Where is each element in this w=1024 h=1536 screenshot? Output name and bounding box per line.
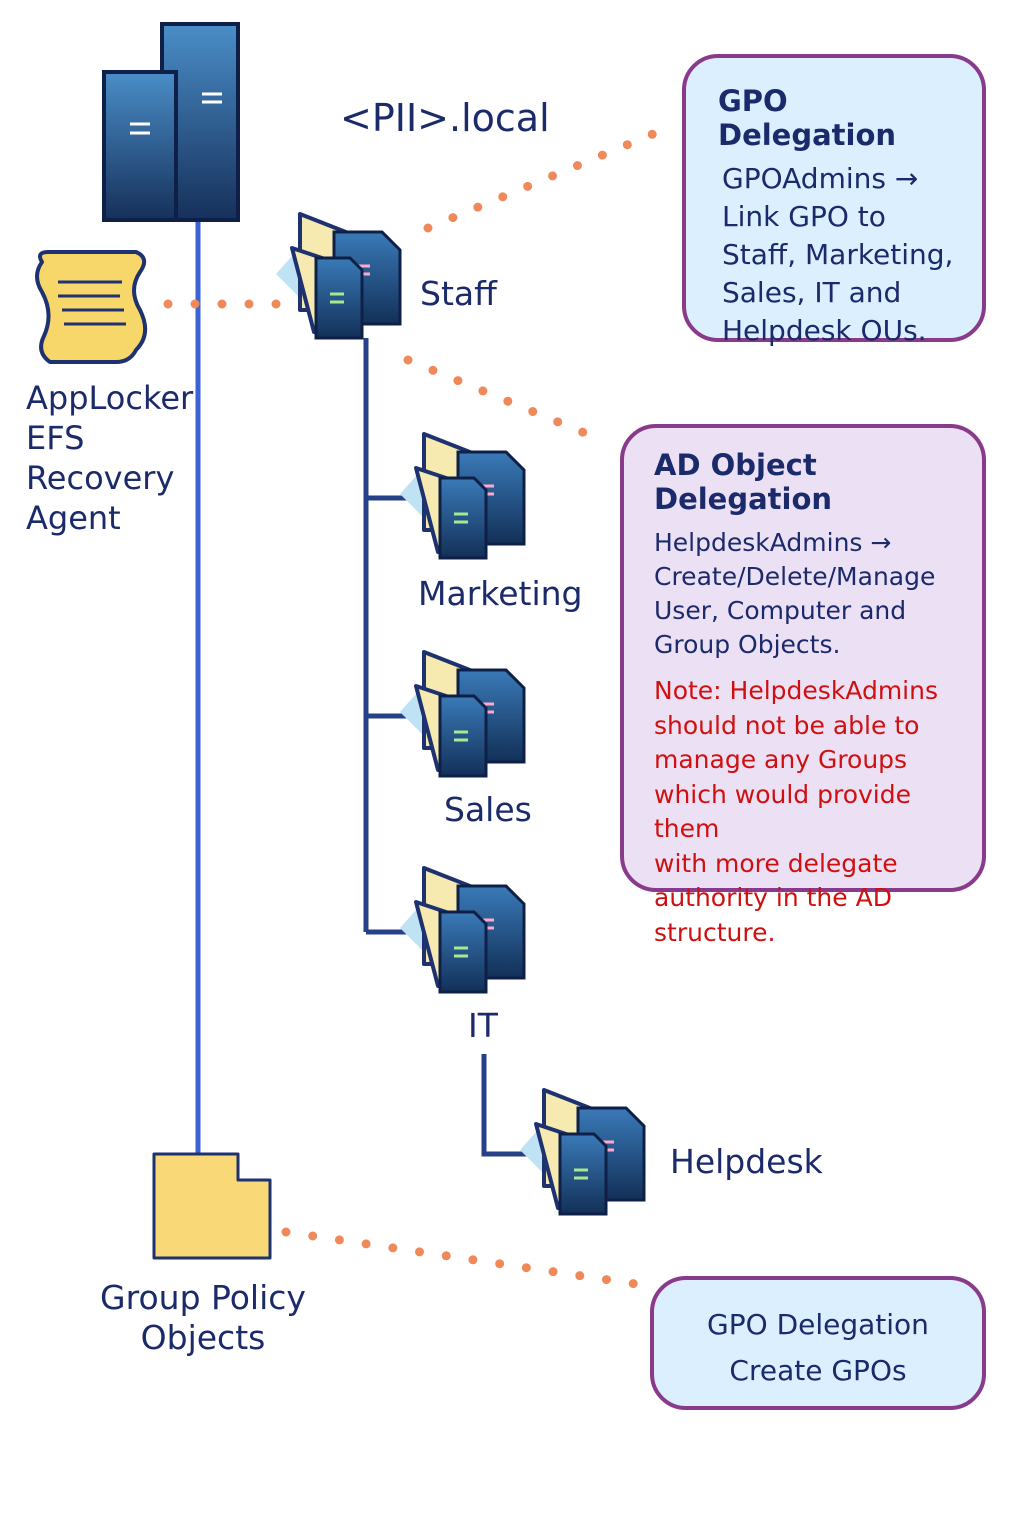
ad-delegation-line: User, Computer and bbox=[654, 596, 907, 625]
ad-object-delegation-box: AD Object Delegation HelpdeskAdmins → Cr… bbox=[620, 424, 986, 947]
gpo-delegation-line: Sales, IT and bbox=[722, 276, 902, 309]
connector-gpo-create-box bbox=[281, 1227, 641, 1289]
ad-delegation-line: Create/Delete/Manage bbox=[654, 562, 936, 591]
connector-staff-gpo-box bbox=[423, 121, 677, 233]
connector-staff-ad-box bbox=[403, 355, 597, 441]
note-line: manage any Groups bbox=[654, 745, 908, 774]
agent-line: Agent bbox=[26, 499, 121, 537]
scroll-icon bbox=[35, 250, 148, 364]
ad-delegation-note: Note: HelpdeskAdmins should not be able … bbox=[654, 674, 974, 950]
ad-delegation-title: AD Object Delegation bbox=[654, 448, 833, 516]
ou-sales-icon bbox=[398, 650, 526, 778]
efs-line: EFS bbox=[26, 419, 85, 457]
ou-it-icon bbox=[398, 866, 526, 994]
gpo-label-line-1: Group Policy bbox=[100, 1278, 306, 1317]
ou-staff-label[interactable]: Staff bbox=[420, 274, 497, 313]
gpo-delegation-line: Link GPO to bbox=[722, 200, 886, 233]
domain-label: <PII>.local bbox=[340, 96, 550, 140]
ou-it-label[interactable]: IT bbox=[468, 1006, 498, 1045]
ad-delegation-line: Group Objects. bbox=[654, 630, 841, 659]
applocker-efs-label: AppLocker EFS Recovery Agent bbox=[26, 378, 193, 538]
gpo-label-line-2: Objects bbox=[140, 1318, 266, 1357]
ou-helpdesk-label[interactable]: Helpdesk bbox=[670, 1142, 823, 1181]
create-gpos-line-1: GPO Delegation bbox=[707, 1308, 929, 1341]
create-gpos-box: GPO Delegation Create GPOs bbox=[650, 1276, 986, 1410]
gpo-delegation-title: GPO Delegation bbox=[718, 84, 897, 152]
gpo-delegation-box: GPO Delegation GPOAdmins → Link GPO to S… bbox=[682, 54, 986, 347]
ad-delegation-line: HelpdeskAdmins → bbox=[654, 528, 892, 557]
ou-sales-label[interactable]: Sales bbox=[444, 790, 532, 829]
gpo-label[interactable]: Group Policy Objects bbox=[92, 1278, 314, 1358]
gpo-delegation-line: Staff, Marketing, bbox=[722, 238, 954, 271]
create-gpos-line-2: Create GPOs bbox=[729, 1354, 907, 1387]
server-icon bbox=[102, 22, 240, 222]
note-line: with more delegate bbox=[654, 848, 898, 878]
applocker-line: AppLocker bbox=[26, 379, 194, 417]
folder-icon bbox=[152, 1152, 272, 1260]
note-line: structure. bbox=[654, 917, 776, 947]
dotted-connectors bbox=[163, 121, 677, 1289]
note-line: which would provide them bbox=[654, 779, 912, 844]
recovery-line: Recovery bbox=[26, 459, 175, 497]
gpo-delegation-line: GPOAdmins → bbox=[722, 162, 919, 195]
ou-staff-icon bbox=[274, 212, 402, 340]
note-line: Note: HelpdeskAdmins bbox=[654, 676, 938, 705]
note-line: authority in the AD bbox=[654, 883, 892, 912]
note-line: should not be able to bbox=[654, 710, 920, 740]
ou-marketing-label[interactable]: Marketing bbox=[418, 574, 583, 613]
ou-helpdesk-icon bbox=[518, 1088, 646, 1216]
gpo-delegation-line: Helpdesk OUs. bbox=[722, 314, 927, 347]
ou-marketing-icon bbox=[398, 432, 526, 560]
